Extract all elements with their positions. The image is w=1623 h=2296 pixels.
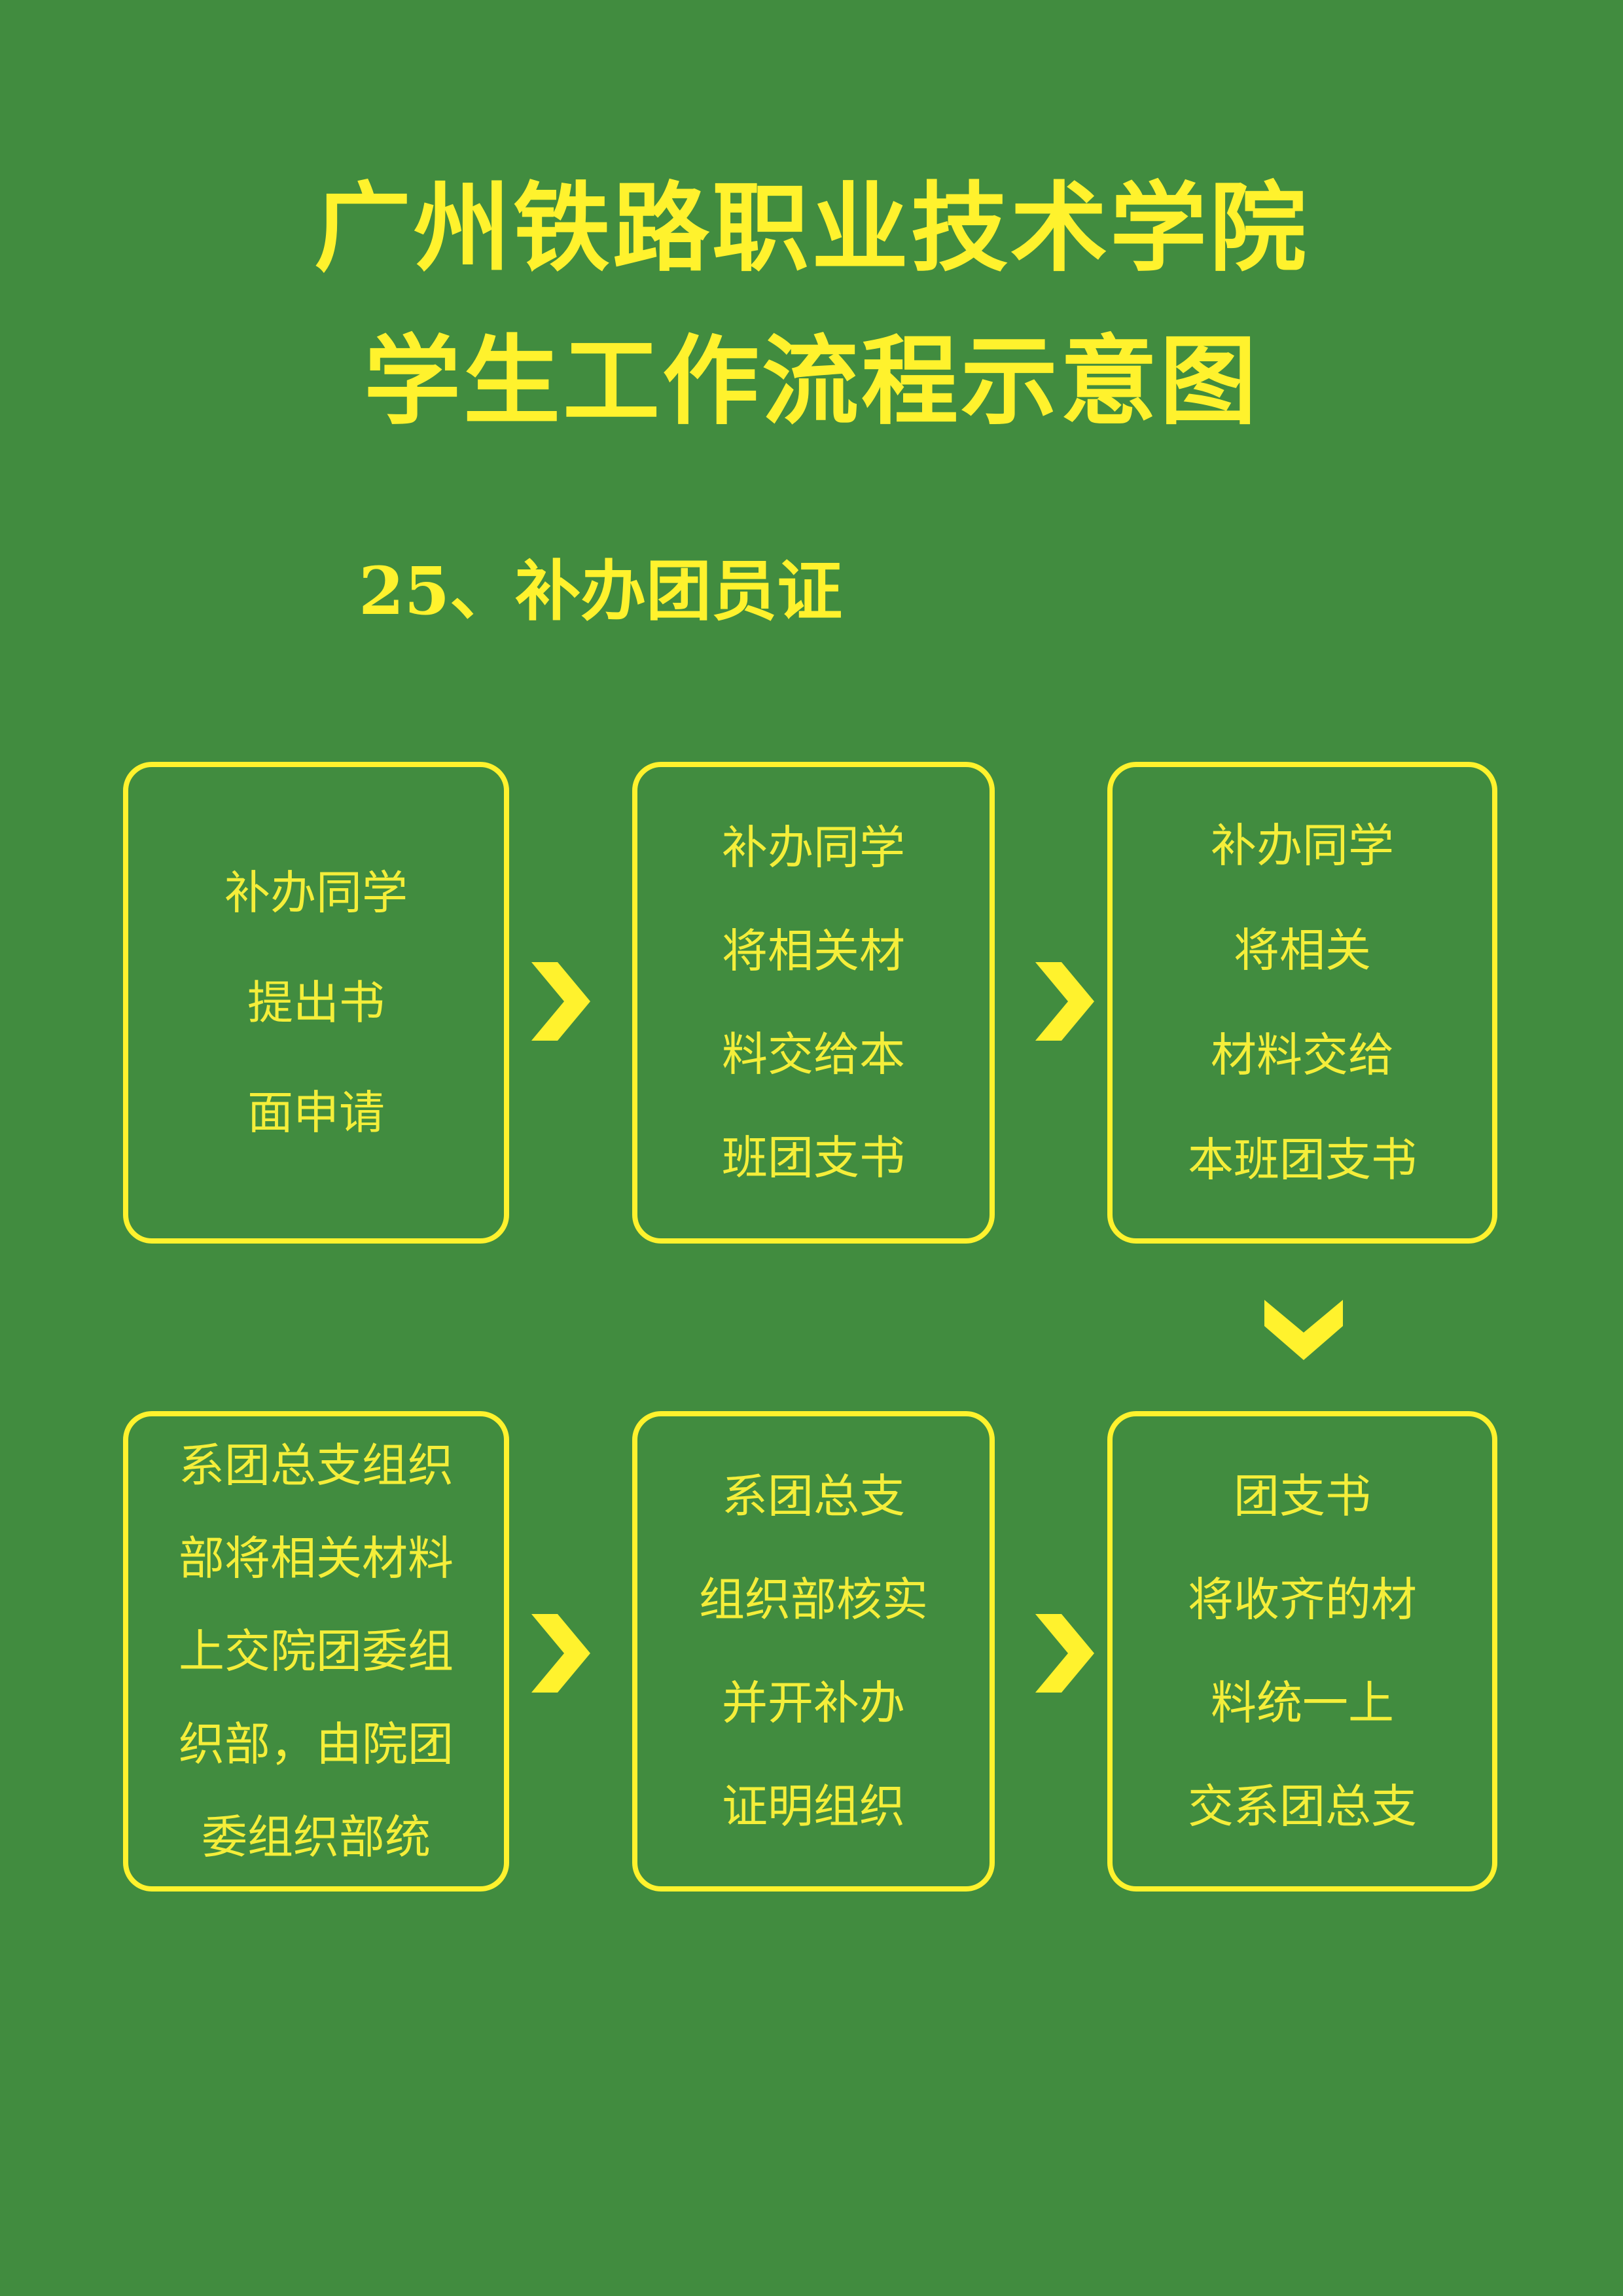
step-text-line: 面申请 (247, 1086, 385, 1139)
step-text-line: 交系团总支 (1188, 1780, 1417, 1833)
step-box-6: 系团总支组织 部将相关材料 上交院团委组 织部，由院团 委组织部统 (123, 1411, 509, 1892)
step-text-line: 本班团支书 (1188, 1133, 1417, 1187)
step-text-line: 补办同学 (722, 821, 905, 874)
step-text-line: 材料交给 (1211, 1028, 1394, 1082)
step-text-line: 组织部核实 (699, 1573, 928, 1626)
step-text-line: 料统一上 (1211, 1676, 1394, 1730)
step-text-line: 并开补办 (722, 1676, 905, 1730)
step-text-line: 部将相关材料 (179, 1532, 454, 1585)
step-box-1: 补办同学 提出书 面申请 (123, 762, 509, 1244)
step-text-line: 料交给本 (722, 1028, 905, 1081)
step-text-line: 补办同学 (224, 866, 408, 920)
step-text-line: 提出书 (247, 976, 385, 1030)
step-text-line: 委组织部统 (202, 1810, 431, 1864)
step-text-line: 将收齐的材 (1188, 1573, 1417, 1626)
step-box-3: 补办同学 将相关 材料交给 本班团支书 (1107, 762, 1497, 1244)
step-text-line: 班团支书 (722, 1131, 905, 1185)
step-text-line: 将相关 (1234, 924, 1371, 977)
chevron-right-icon (1033, 1614, 1096, 1693)
page-title-line-2: 学生工作流程示意图 (364, 324, 1259, 438)
step-text-line: 补办同学 (1211, 819, 1394, 872)
chevron-down-icon (1264, 1299, 1343, 1361)
chevron-right-icon (529, 1614, 592, 1693)
step-text-line: 团支书 (1234, 1469, 1371, 1523)
page-title-line-1: 广州铁路职业技术学院 (314, 171, 1309, 285)
section-title: 25、补办团员证 (359, 552, 843, 630)
step-text-line: 将相关材 (722, 924, 905, 978)
step-box-2: 补办同学 将相关材 料交给本 班团支书 (632, 762, 995, 1244)
step-text-line: 系团总支组织 (179, 1439, 454, 1492)
chevron-right-icon (529, 962, 592, 1041)
step-text-line: 系团总支 (722, 1469, 905, 1523)
step-text-line: 上交院团委组 (179, 1624, 454, 1678)
step-box-4: 团支书 将收齐的材 料统一上 交系团总支 (1107, 1411, 1497, 1892)
step-text-line: 织部，由院团 (179, 1717, 454, 1771)
step-box-5: 系团总支 组织部核实 并开补办 证明组织 (632, 1411, 995, 1892)
step-text-line: 证明组织 (722, 1780, 905, 1833)
chevron-right-icon (1033, 962, 1096, 1041)
